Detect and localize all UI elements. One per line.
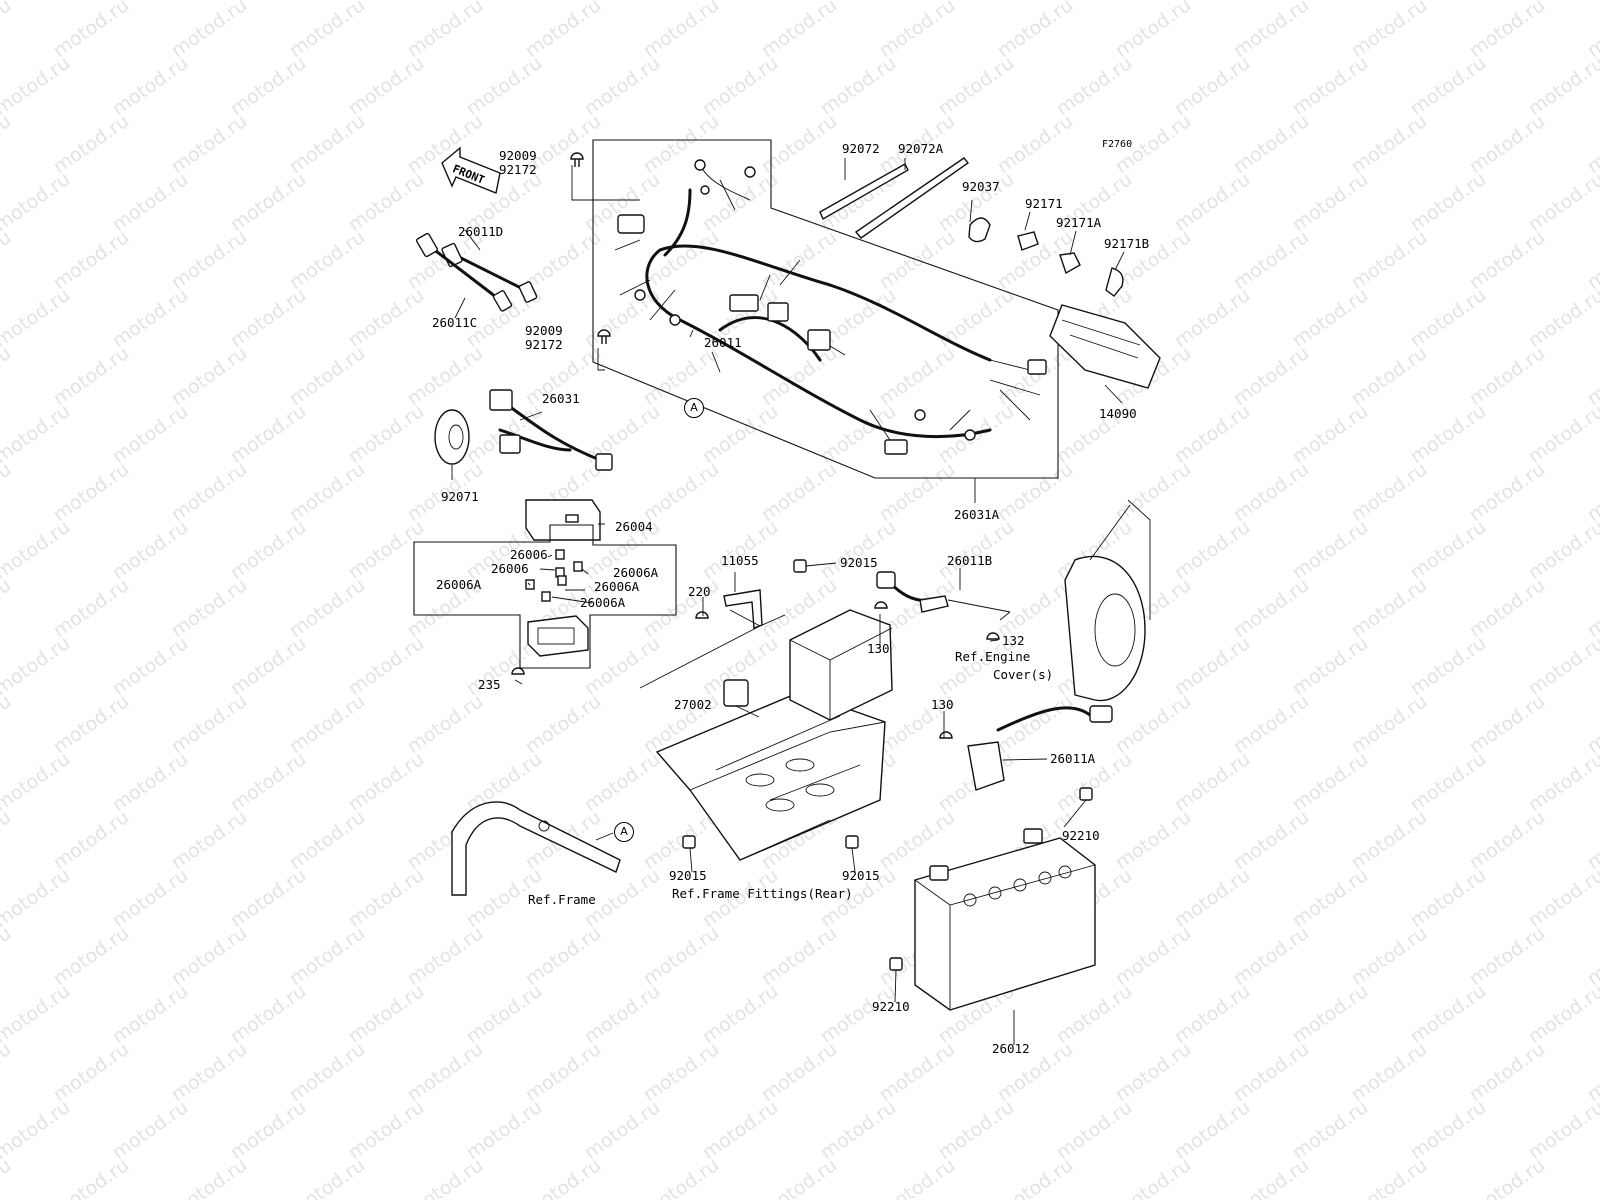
ref-frame: Ref.Frame (528, 892, 596, 907)
callout-26006-b[interactable]: 26006 (491, 561, 529, 576)
ref-frame-fittings-rear: Ref.Frame Fittings(Rear) (672, 886, 853, 901)
callout-92171a[interactable]: 92171A (1056, 215, 1102, 230)
callout-26011d[interactable]: 26011D (458, 224, 504, 239)
callout-92009-mid[interactable]: 92009 (525, 323, 563, 338)
callout-92072[interactable]: 92072 (842, 141, 880, 156)
callout-14090[interactable]: 14090 (1099, 406, 1137, 421)
callout-26006-a[interactable]: 26006 (510, 547, 548, 562)
callout-130-mid[interactable]: 130 (931, 697, 954, 712)
front-arrow (441, 146, 501, 194)
callout-92015-left[interactable]: 92015 (669, 868, 707, 883)
section-marker-a-top: A (684, 398, 704, 418)
figure-code: F2760 (1102, 139, 1133, 150)
callout-92015-right[interactable]: 92015 (842, 868, 880, 883)
callout-132[interactable]: 132 (1002, 633, 1025, 648)
callout-92210-bottom[interactable]: 92210 (872, 999, 910, 1014)
callout-92015-top[interactable]: 92015 (840, 555, 878, 570)
callout-26006a-c[interactable]: 26006A (594, 579, 640, 594)
harness-frame (592, 139, 1059, 479)
callout-26011a[interactable]: 26011A (1050, 751, 1096, 766)
callout-92172-mid[interactable]: 92172 (525, 337, 563, 352)
frame-part (451, 801, 621, 896)
callout-26011c[interactable]: 26011C (432, 315, 478, 330)
callout-220[interactable]: 220 (688, 584, 711, 599)
leader-lines (451, 158, 1125, 1045)
callout-26006a-a[interactable]: 26006A (613, 565, 659, 580)
callout-92071[interactable]: 92071 (441, 489, 479, 504)
callout-27002[interactable]: 27002 (674, 697, 712, 712)
callout-130-top[interactable]: 130 (867, 641, 890, 656)
callout-26004[interactable]: 26004 (615, 519, 653, 534)
callout-26012[interactable]: 26012 (992, 1041, 1030, 1056)
harness-main-trunk (658, 244, 992, 362)
callout-26011[interactable]: 26011 (704, 335, 742, 350)
engine-cover (1064, 555, 1146, 702)
callout-92072a[interactable]: 92072A (898, 141, 944, 156)
callout-92009-top[interactable]: 92009 (499, 148, 537, 163)
callout-26011b[interactable]: 26011B (947, 553, 993, 568)
ref-engine-cover-line2: Cover(s) (993, 667, 1054, 682)
callout-92172-top[interactable]: 92172 (499, 162, 537, 177)
callout-26031a[interactable]: 26031A (954, 507, 1000, 522)
callout-92171[interactable]: 92171 (1025, 196, 1063, 211)
callout-92171b[interactable]: 92171B (1104, 236, 1150, 251)
ref-engine-cover-line1: Ref.Engine (955, 649, 1031, 664)
callout-26031[interactable]: 26031 (542, 391, 580, 406)
callout-92210-right[interactable]: 92210 (1062, 828, 1100, 843)
callout-235[interactable]: 235 (478, 677, 501, 692)
battery (914, 837, 1096, 1011)
section-marker-a-bottom: A (614, 822, 634, 842)
callout-11055[interactable]: 11055 (721, 553, 759, 568)
callout-26006a-b[interactable]: 26006A (436, 577, 482, 592)
callout-92037[interactable]: 92037 (962, 179, 1000, 194)
callout-26006a-d[interactable]: 26006A (580, 595, 626, 610)
